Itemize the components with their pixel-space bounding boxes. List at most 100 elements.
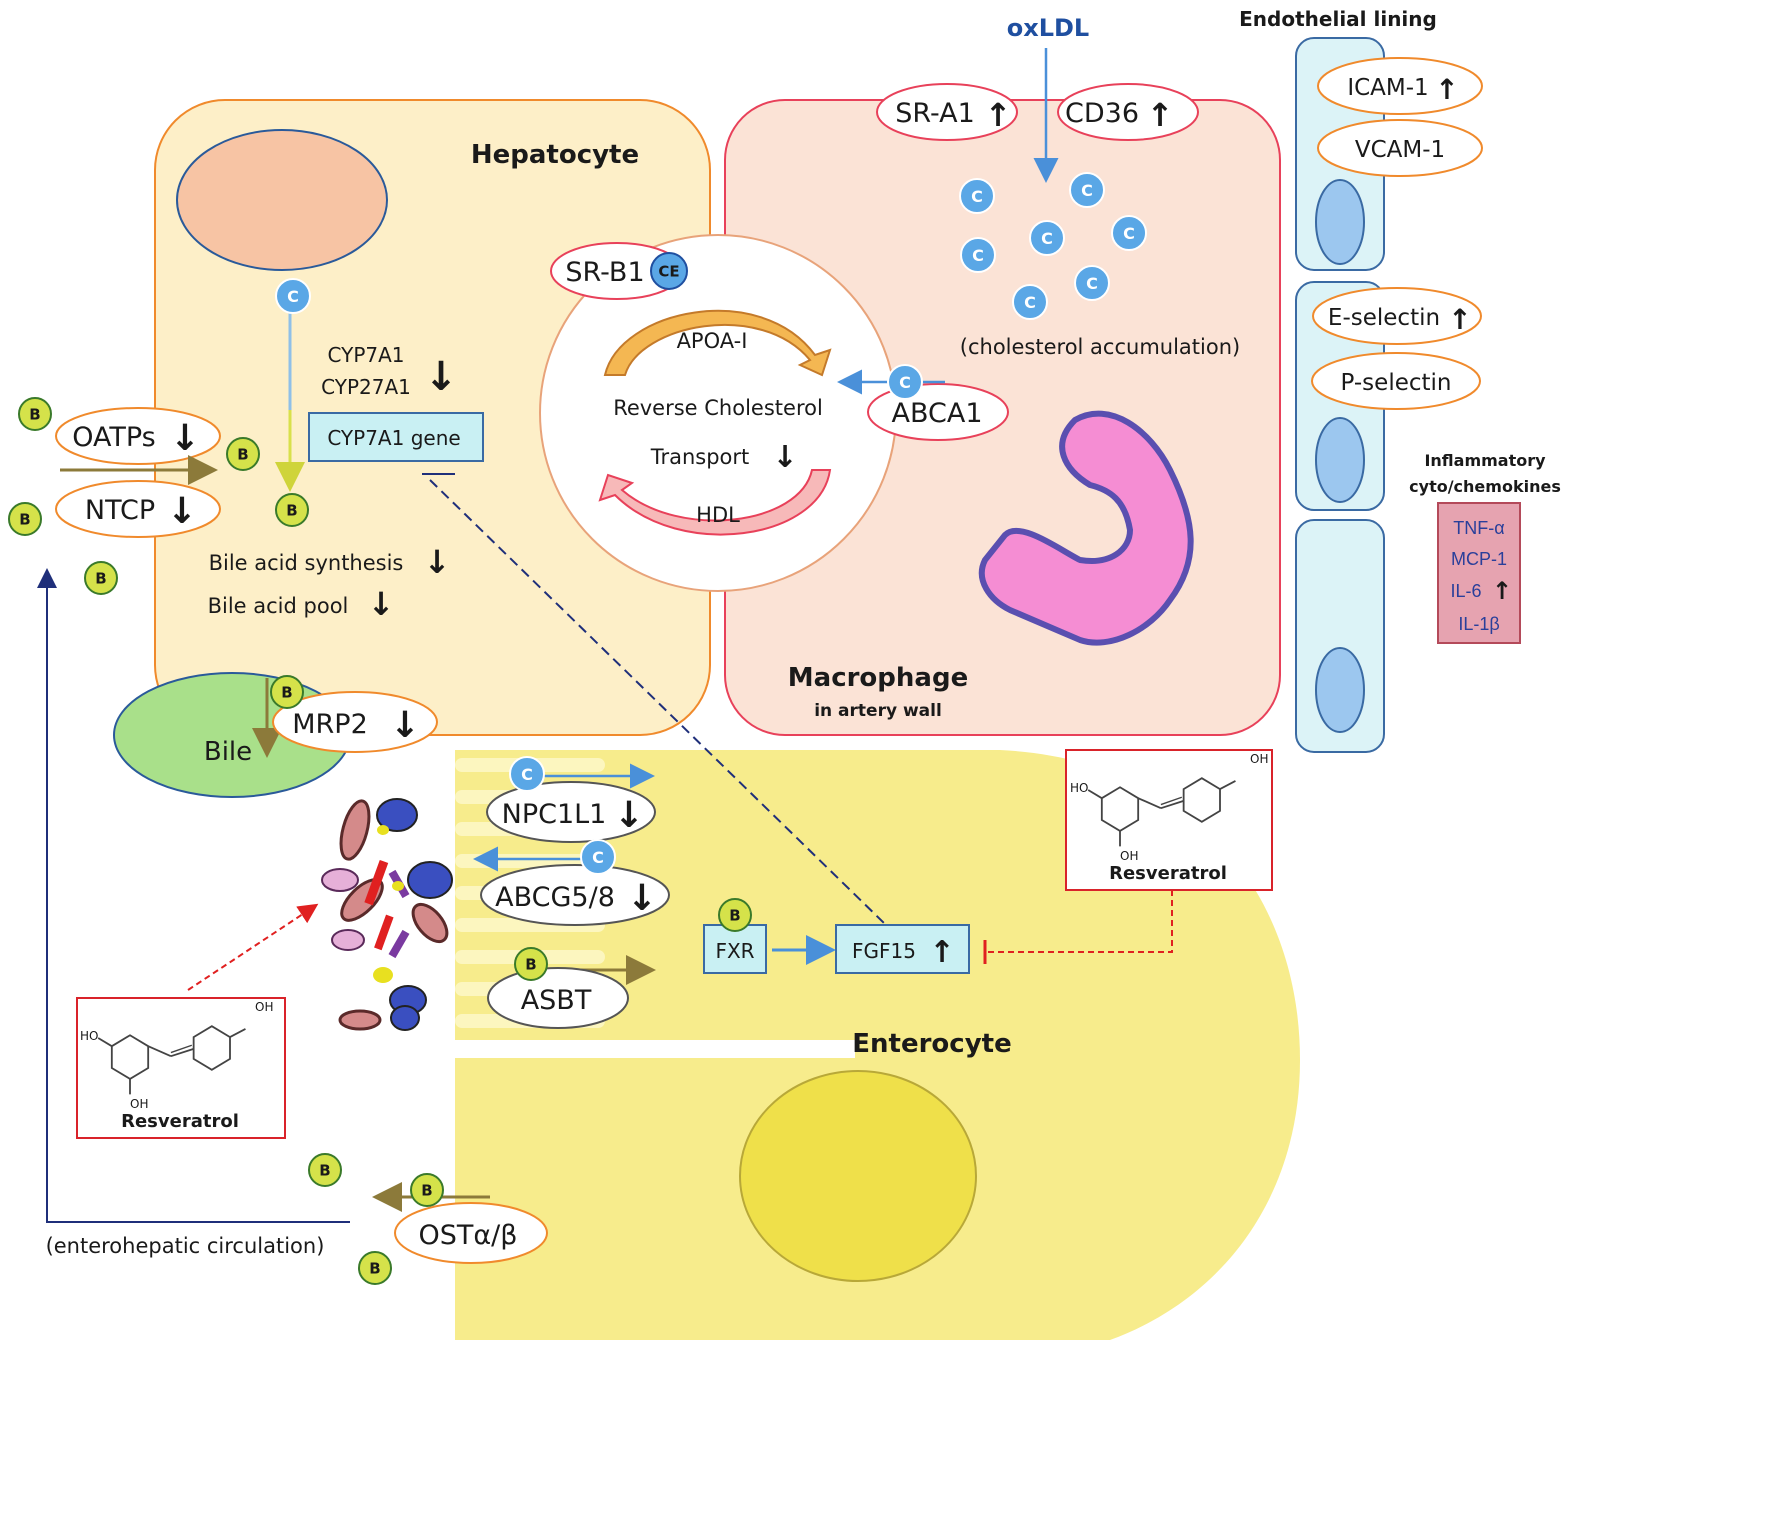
cholesterol-molecule-label: C xyxy=(592,848,604,867)
inflammatory-box xyxy=(1437,502,1521,644)
endothelial-nucleus-2 xyxy=(1315,417,1365,503)
up-arrow-icon: ↑ xyxy=(1492,577,1512,605)
sr-b1-receptor: SR-B1 xyxy=(550,242,684,300)
bile-acid-molecule-label: B xyxy=(525,955,536,973)
bile-acid-molecule: B xyxy=(358,1251,392,1285)
resveratrol-label-top: Resveratrol xyxy=(1109,863,1227,884)
rct-upper-arrow xyxy=(603,310,832,377)
cd36-receptor: CD36 ↑ xyxy=(1057,83,1199,141)
sr-a1-receptor: SR-A1 ↑ xyxy=(876,83,1018,141)
bile-acid-molecule-label: B xyxy=(319,1161,330,1179)
cholesterol-molecule: C xyxy=(580,839,616,875)
oatps-label: OATPs xyxy=(72,422,156,453)
abcg58-transporter: ABCG5/8 ↓ xyxy=(480,864,670,926)
cholesterol-molecule: C xyxy=(1012,284,1048,320)
bile-acid-molecule-label: B xyxy=(286,501,297,519)
cholesterol-molecule-label: C xyxy=(1081,181,1093,200)
cholesterol-molecule: C xyxy=(1029,220,1065,256)
gut-microbiota xyxy=(321,798,453,1031)
npc1l1-transporter: NPC1L1 ↓ xyxy=(486,781,656,843)
fgf15-label: FGF15 xyxy=(852,939,916,963)
resveratrol-oh-label: OH xyxy=(1250,752,1268,766)
bile-synthesis-label: Bile acid synthesis xyxy=(209,551,404,575)
resveratrol-oh-label-4: OH xyxy=(130,1097,148,1111)
endothelial-nucleus-3 xyxy=(1315,647,1365,733)
bile-acid-molecule-label: B xyxy=(369,1259,380,1277)
down-arrow-icon: ↓ xyxy=(627,878,657,919)
down-arrow-icon: ↓ xyxy=(170,418,200,459)
cholesteryl-ester-molecule-label: CE xyxy=(658,262,679,280)
sr-a1-label: SR-A1 xyxy=(895,98,975,129)
rct-line2: Transport xyxy=(650,445,750,469)
cholesterol-molecule: C xyxy=(275,278,311,314)
ost-transporter: OSTα/β xyxy=(394,1202,548,1264)
abca1-receptor: ABCA1 xyxy=(867,383,1009,441)
ntcp-receptor: NTCP ↓ xyxy=(55,480,221,538)
endothelial-title: Endothelial lining xyxy=(1239,7,1437,31)
down-arrow-icon: ↓ xyxy=(772,440,797,475)
pselectin-label: P-selectin xyxy=(1341,370,1452,396)
cholesterol-molecule-label: C xyxy=(1041,229,1053,248)
enterohepatic-label: (enterohepatic circulation) xyxy=(46,1234,325,1258)
cholesterol-accumulation-label: (cholesterol accumulation) xyxy=(960,335,1240,359)
oatps-receptor: OATPs ↓ xyxy=(55,407,221,465)
ntcp-label: NTCP xyxy=(85,495,155,526)
up-arrow-icon: ↑ xyxy=(1435,73,1458,106)
vcam1-receptor: VCAM-1 xyxy=(1317,119,1483,177)
abca1-label: ABCA1 xyxy=(891,398,982,429)
cholesterol-molecule-label: C xyxy=(899,373,911,392)
cytokine-tnf: TNF-α xyxy=(1453,518,1504,538)
enterohepatic-circulation-arrow xyxy=(37,568,350,1223)
cholesterol-molecule-label: C xyxy=(971,187,983,206)
down-arrow-icon: ↓ xyxy=(424,543,451,581)
cholesterol-molecule-label: C xyxy=(287,287,299,306)
fxr-label: FXR xyxy=(715,939,754,963)
cyp27a1-label: CYP27A1 xyxy=(321,375,411,399)
apoa-label: APOA-I xyxy=(677,329,748,353)
resveratrol-ho-label: HO xyxy=(1070,781,1088,795)
mrp2-receptor: MRP2 ↓ xyxy=(272,691,438,753)
resveratrol-inhibition-line xyxy=(985,890,1173,953)
cholesterol-molecule: C xyxy=(960,237,996,273)
bile-acid-molecule: B xyxy=(270,675,304,709)
up-arrow-icon: ↑ xyxy=(929,935,954,970)
bile-acid-molecule: B xyxy=(718,898,752,932)
bile-label: Bile xyxy=(204,737,252,767)
cholesterol-molecule: C xyxy=(887,364,923,400)
cholesterol-molecule: C xyxy=(1074,265,1110,301)
hdl-label: HDL xyxy=(696,503,740,527)
resveratrol-box-top: OH HO OH Resveratrol xyxy=(1065,749,1273,891)
macrophage-title: Macrophage xyxy=(788,663,968,693)
hepatocyte-title: Hepatocyte xyxy=(471,140,639,170)
ost-label: OSTα/β xyxy=(418,1220,517,1251)
bile-acid-molecule-label: B xyxy=(729,906,740,924)
endothelial-nucleus-1 xyxy=(1315,179,1365,265)
bile-acid-molecule: B xyxy=(8,502,42,536)
bile-pool-label: Bile acid pool xyxy=(208,594,349,618)
cholesterol-molecule-label: C xyxy=(521,765,533,784)
bile-acid-molecule: B xyxy=(18,397,52,431)
cd36-label: CD36 xyxy=(1065,98,1139,129)
cholesterol-molecule-label: C xyxy=(1086,274,1098,293)
cholesterol-molecule: C xyxy=(1069,172,1105,208)
down-arrow-icon: ↓ xyxy=(167,491,197,532)
cytokine-il6: IL-6 xyxy=(1450,581,1481,601)
bile-acid-molecule: B xyxy=(226,437,260,471)
fgf15-box xyxy=(835,924,970,974)
resveratrol-label-bottom: Resveratrol xyxy=(121,1111,239,1132)
bile-acid-molecule: B xyxy=(308,1153,342,1187)
vcam1-label: VCAM-1 xyxy=(1355,137,1445,163)
icam1-receptor: ICAM-1 ↑ xyxy=(1317,57,1483,115)
macrophage-lysosome-shape xyxy=(978,410,1194,646)
fgf15-repression-line xyxy=(429,479,886,925)
down-arrow-icon: ↓ xyxy=(424,354,458,400)
up-arrow-icon: ↑ xyxy=(1448,303,1471,336)
rct-lower-arrow xyxy=(598,469,832,536)
bile-acid-molecule: B xyxy=(514,947,548,981)
cytokine-il1b: IL-1β xyxy=(1458,614,1499,634)
cyp7a1-gene-label: CYP7A1 gene xyxy=(327,426,460,450)
bile-acid-molecule: B xyxy=(84,561,118,595)
fxr-box xyxy=(703,924,767,974)
